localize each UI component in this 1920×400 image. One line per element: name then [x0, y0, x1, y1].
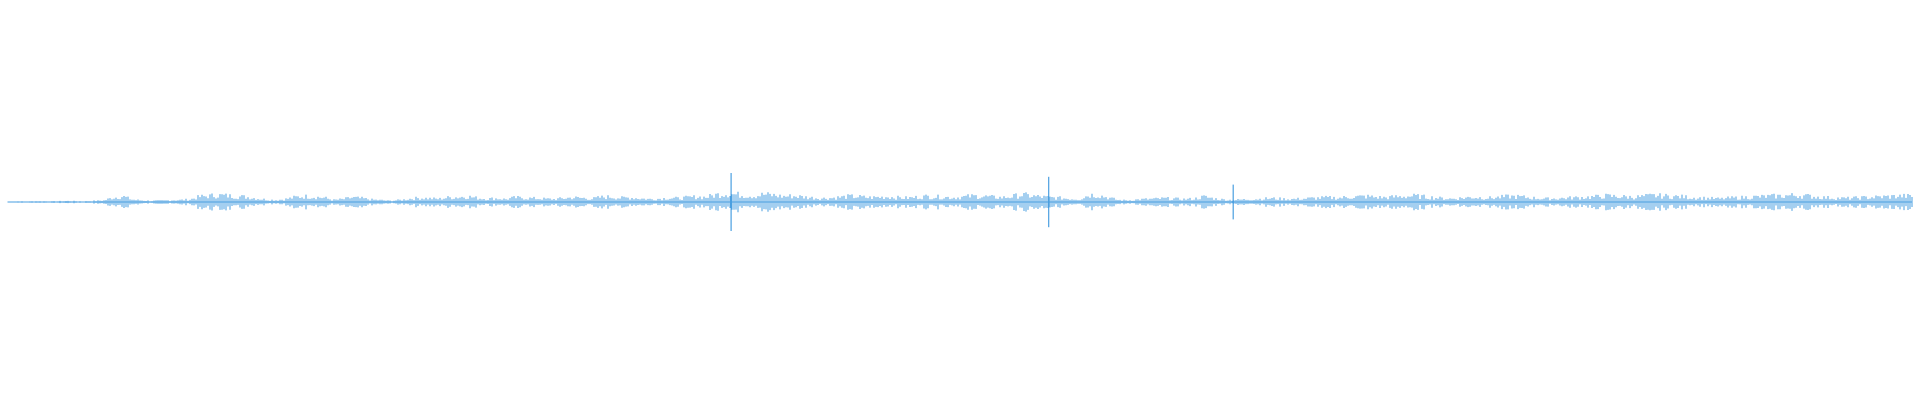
waveform-peaks [730, 173, 1234, 231]
waveform-bars [7, 191, 1913, 213]
